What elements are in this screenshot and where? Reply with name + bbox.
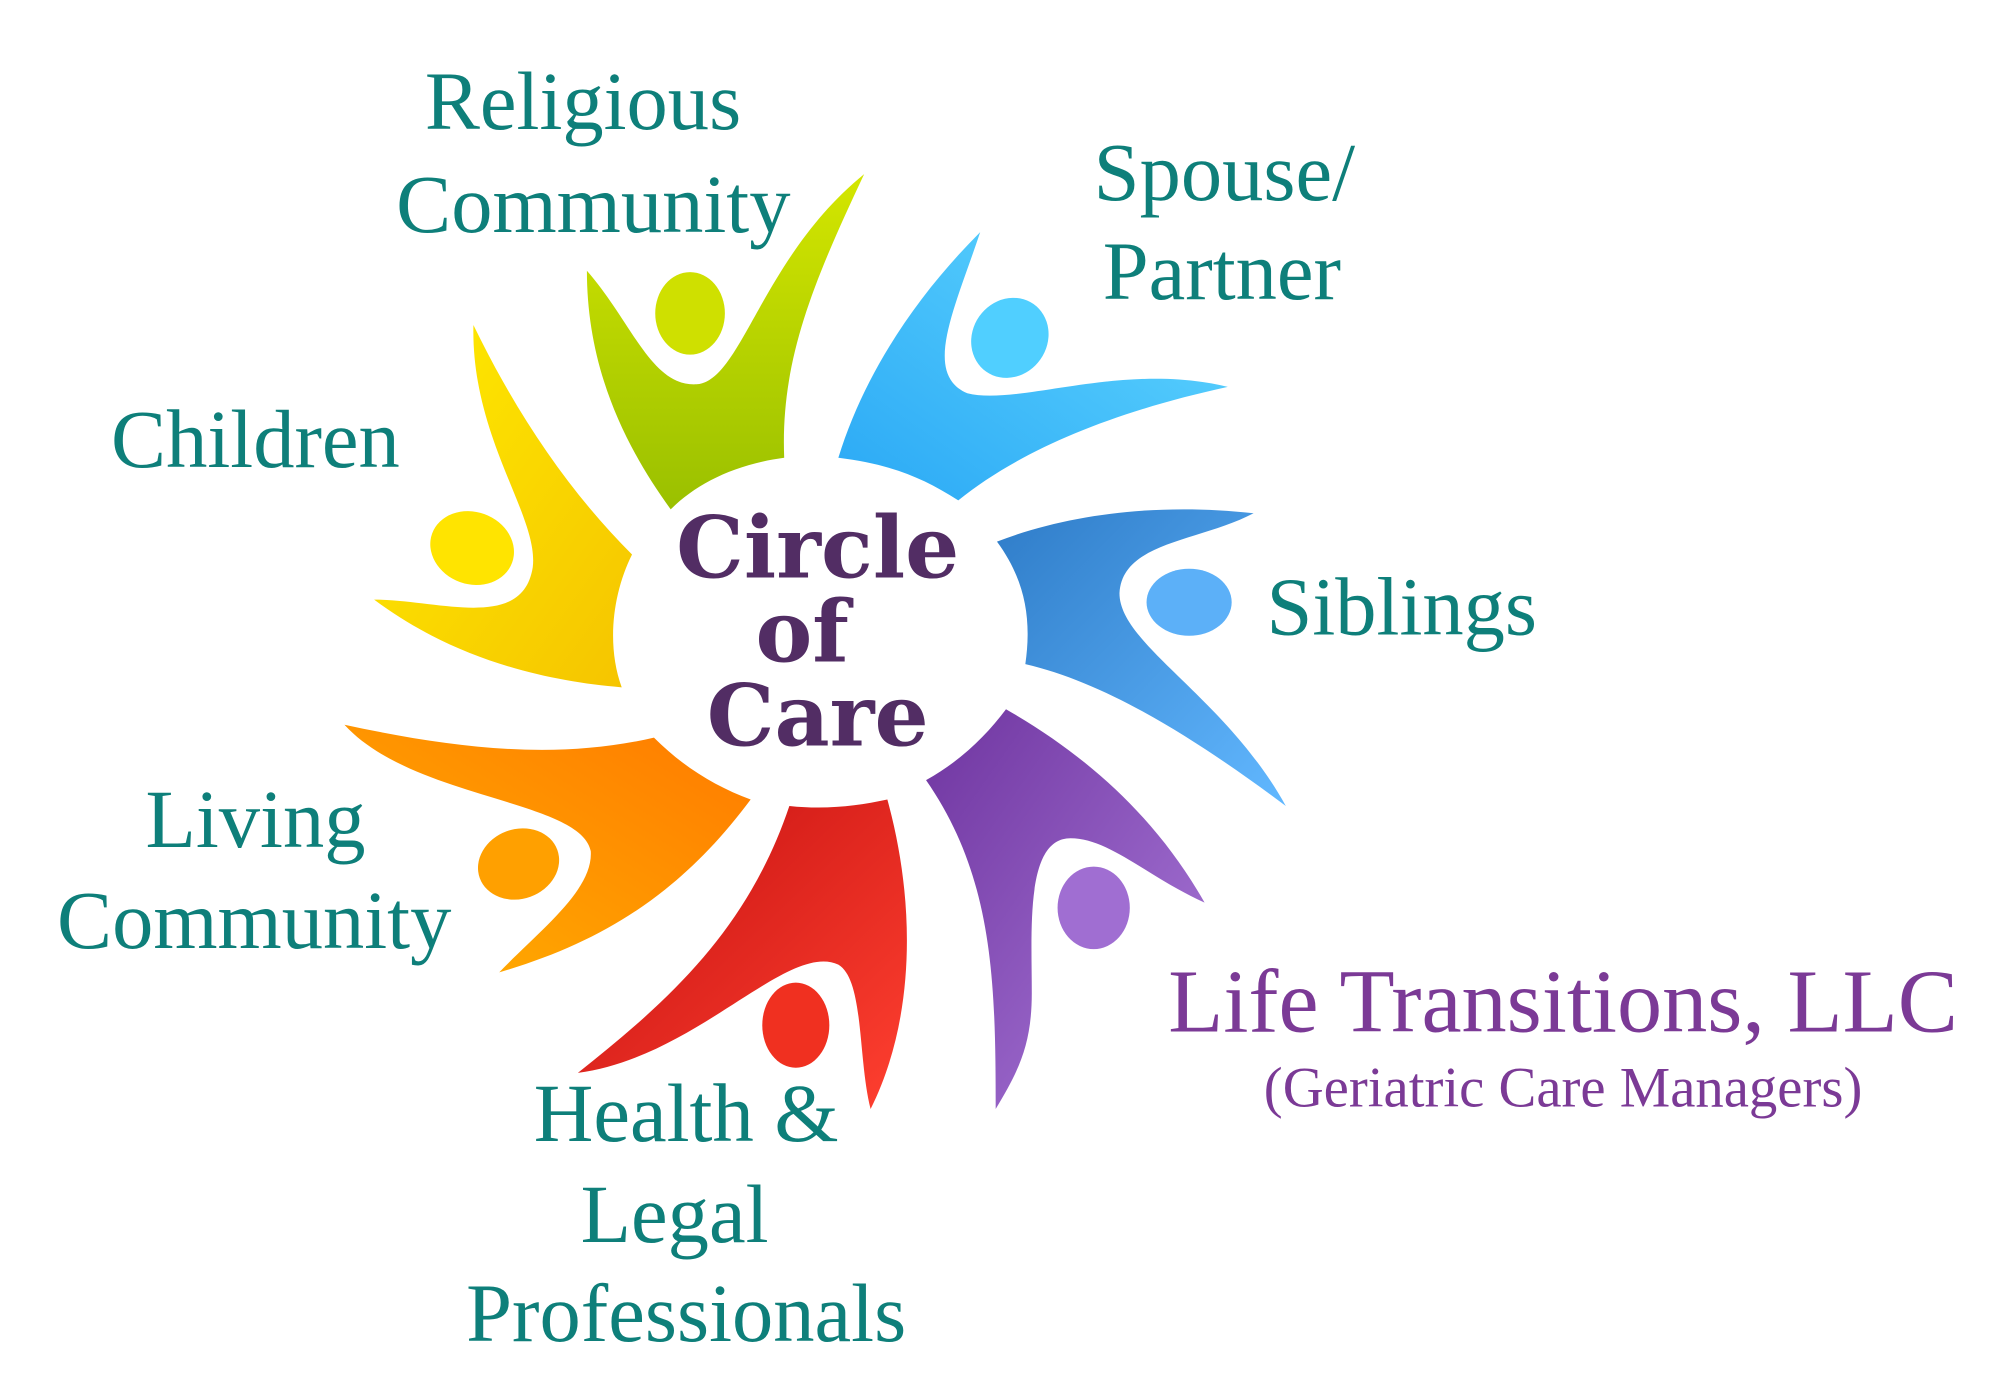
label-line: Spouse/	[1094, 126, 1355, 218]
label-living: Living Community	[57, 773, 451, 966]
figure-siblings	[996, 509, 1286, 806]
figure-health	[577, 799, 907, 1110]
figure-religious	[586, 174, 865, 510]
center-line-3: Care	[707, 666, 929, 766]
label-spouse: Spouse/ Partner	[1094, 126, 1355, 317]
figure-living	[344, 724, 751, 973]
company-name: Life Transitions, LLC	[1168, 952, 1958, 1052]
head-icon	[655, 272, 725, 355]
figure-spouse	[838, 232, 1228, 501]
label-health: Health & Legal Professionals	[466, 1067, 906, 1359]
center-line-2: of	[756, 583, 855, 683]
label-line: Siblings	[1266, 560, 1537, 652]
head-icon	[430, 511, 514, 585]
label-company: Life Transitions, LLC (Geriatric Care Ma…	[1168, 952, 1958, 1120]
label-religious: Religious Community	[396, 55, 790, 250]
label-line: Professionals	[466, 1267, 906, 1359]
figure-company	[926, 709, 1205, 1110]
label-line: Legal	[581, 1168, 769, 1260]
label-line: Partner	[1103, 225, 1341, 317]
head-icon	[971, 297, 1049, 378]
label-line: Health &	[534, 1067, 839, 1159]
center-title: Circle of Care	[676, 499, 959, 767]
center-line-1: Circle	[676, 499, 959, 599]
head-icon	[762, 982, 830, 1068]
label-line: Religious	[425, 55, 741, 147]
label-line: Children	[111, 393, 400, 485]
company-subtitle: (Geriatric Care Managers)	[1264, 1056, 1863, 1119]
label-line: Living	[145, 773, 365, 865]
head-icon	[477, 828, 560, 900]
head-icon	[1146, 568, 1232, 636]
label-siblings: Siblings	[1266, 560, 1537, 652]
label-children: Children	[111, 393, 400, 485]
figure-children	[374, 324, 633, 688]
label-line: Community	[57, 874, 451, 966]
head-icon	[1057, 866, 1130, 950]
label-line: Community	[396, 158, 790, 250]
